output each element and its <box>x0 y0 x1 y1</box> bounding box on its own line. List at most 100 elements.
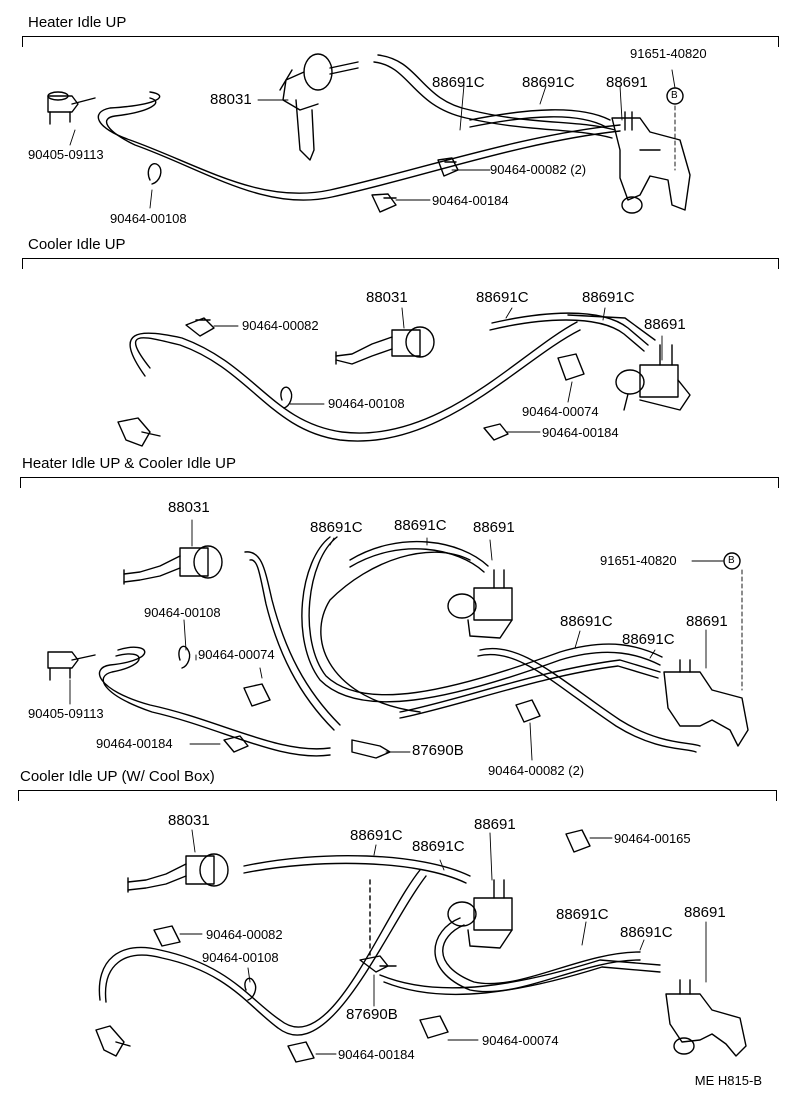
part-label-hose: 88691C <box>582 289 635 306</box>
idle-up-actuator <box>123 545 223 585</box>
part-label-bolt: 91651-40820 <box>600 553 677 568</box>
part-label-clip: 90464-00074 <box>522 404 599 419</box>
vacuum-hose <box>383 966 661 996</box>
vacuum-hose <box>379 959 661 989</box>
section-title-heater-idle-up: Heater Idle UP <box>28 14 127 31</box>
vacuum-hose <box>98 646 331 750</box>
vacuum-hose <box>129 321 578 434</box>
three-way-connector <box>359 955 397 973</box>
part-label-actuator: 88031 <box>366 289 408 306</box>
hose-clip <box>178 645 191 669</box>
vacuum-hose <box>434 917 641 993</box>
part-label-hose: 88691C <box>310 519 363 536</box>
section-bracket <box>20 477 779 488</box>
part-label-clip: 90464-00108 <box>328 396 405 411</box>
idle-up-actuator <box>279 53 359 161</box>
part-label-bracket: 90405-09113 <box>28 147 104 162</box>
vacuum-hose <box>349 548 485 573</box>
vacuum-switching-valve <box>663 659 749 747</box>
vacuum-hose <box>105 97 621 201</box>
hose-clip <box>483 423 509 441</box>
part-label-bolt: 91651-40820 <box>630 46 707 61</box>
vacuum-hose <box>491 312 649 346</box>
part-label-hose: 88691C <box>432 74 485 91</box>
idle-up-actuator <box>335 326 435 365</box>
part-label-clip: 90464-00082 (2) <box>490 162 587 177</box>
vacuum-switching-valve <box>665 979 747 1057</box>
reference-mark-b <box>666 87 684 105</box>
vacuum-switching-valve <box>447 569 513 639</box>
part-label-hose: 88691C <box>350 827 403 844</box>
vacuum-hose <box>567 314 656 341</box>
bracket-clamp <box>95 1025 131 1057</box>
section-title-heater-cooler-idle-up: Heater Idle UP & Cooler Idle UP <box>22 455 236 472</box>
vacuum-hose <box>442 924 641 985</box>
vacuum-hose <box>308 536 663 696</box>
part-label-hose: 88691C <box>556 906 609 923</box>
reference-mark-label: B <box>671 90 678 101</box>
part-label-clip: 90464-00184 <box>542 425 619 440</box>
hose-clip <box>185 317 215 337</box>
vacuum-hose <box>134 329 581 442</box>
vacuum-hose <box>399 659 661 713</box>
part-label-clip: 90464-00184 <box>338 1047 415 1062</box>
hose-clip <box>371 193 397 213</box>
vacuum-hose <box>243 854 471 877</box>
vacuum-hose <box>98 869 421 1028</box>
part-label-hose: 88691C <box>522 74 575 91</box>
vacuum-hose <box>301 536 661 703</box>
hose-clip <box>223 735 249 753</box>
hose-clip <box>565 829 591 853</box>
vacuum-hose <box>249 559 335 731</box>
part-label-clip: 90464-00108 <box>202 950 279 965</box>
hose-clip <box>419 1015 449 1039</box>
reference-mark-b <box>723 552 741 570</box>
vacuum-switching-valve <box>615 344 691 411</box>
part-label-bracket: 90405-09113 <box>28 706 104 721</box>
hose-clip <box>153 925 181 947</box>
bracket-clamp <box>47 91 96 125</box>
hose-clip <box>557 353 585 381</box>
vacuum-hose <box>320 551 471 713</box>
part-label-clip: 90464-00074 <box>198 647 275 662</box>
vacuum-hose <box>477 653 697 753</box>
section-bracket <box>22 258 779 269</box>
reference-mark-label: B <box>728 555 735 566</box>
vacuum-hose <box>244 551 341 726</box>
part-label-clip: 90464-00082 <box>206 927 283 942</box>
part-label-hose: 88691C <box>620 924 673 941</box>
part-label-actuator: 88031 <box>210 91 252 108</box>
part-label-actuator: 88031 <box>168 812 210 829</box>
vacuum-hose <box>479 647 701 747</box>
vacuum-switching-valve <box>447 879 513 949</box>
part-label-vsv: 88691 <box>686 613 728 630</box>
hose-clip <box>280 386 293 409</box>
part-label-clip: 90464-00082 <box>242 318 319 333</box>
diagram-reference-code: ME H815-B <box>694 1073 762 1088</box>
vacuum-hose <box>102 653 331 757</box>
hose-clip <box>147 163 162 185</box>
vacuum-hose <box>104 875 427 1036</box>
section-title-cooler-idle-up: Cooler Idle UP <box>28 236 126 253</box>
part-label-hose: 88691C <box>412 838 465 855</box>
part-label-clip: 90464-00184 <box>96 736 173 751</box>
part-label-clip: 90464-00184 <box>432 193 509 208</box>
part-label-connector: 87690B <box>412 742 464 759</box>
part-label-actuator: 88031 <box>168 499 210 516</box>
part-label-vsv: 88691 <box>473 519 515 536</box>
three-way-connector <box>351 739 391 759</box>
part-label-connector: 87690B <box>346 1006 398 1023</box>
vacuum-hose <box>97 91 621 194</box>
part-label-hose: 88691C <box>622 631 675 648</box>
vacuum-hose <box>377 54 616 131</box>
part-label-hose: 88691C <box>394 517 447 534</box>
part-label-clip: 90464-00082 (2) <box>488 763 585 778</box>
part-label-clip: 90464-00108 <box>144 605 221 620</box>
bracket-clamp <box>117 417 161 447</box>
part-label-vsv: 88691 <box>474 816 516 833</box>
part-label-hose: 88691C <box>476 289 529 306</box>
part-label-vsv: 88691 <box>606 74 648 91</box>
idle-up-actuator <box>127 853 229 893</box>
hose-clip <box>515 699 541 723</box>
